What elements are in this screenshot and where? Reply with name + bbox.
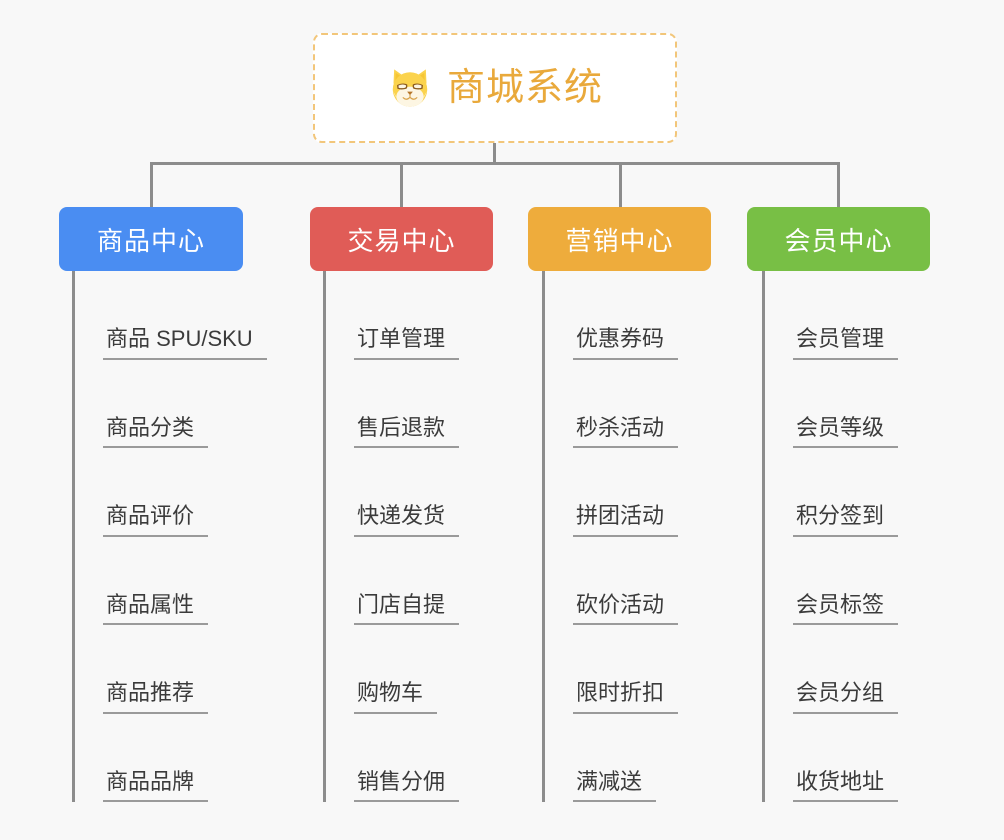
category-box-marketing-center[interactable]: 营销中心 <box>528 207 711 271</box>
leaf-item[interactable]: 订单管理 <box>326 271 553 360</box>
leaf-label: 快递发货 <box>354 504 460 537</box>
leaf-label: 门店自提 <box>354 593 460 625</box>
leaf-label: 会员管理 <box>793 327 899 360</box>
connector-horizontal-bus <box>150 162 840 165</box>
category-label: 会员中心 <box>784 225 893 256</box>
connector-drop-1 <box>150 162 153 208</box>
leaf-label: 会员标签 <box>793 593 899 625</box>
connector-root-stem <box>493 143 496 165</box>
leaf-label: 商品属性 <box>103 593 209 625</box>
leaf-item[interactable]: 商品分类 <box>75 360 302 448</box>
leaf-item[interactable]: 秒杀活动 <box>545 360 772 448</box>
connector-drop-3 <box>619 162 622 208</box>
leaf-item[interactable]: 销售分佣 <box>326 714 553 802</box>
leaf-item[interactable]: 拼团活动 <box>545 448 772 537</box>
leaf-item[interactable]: 购物车 <box>326 625 553 714</box>
leaf-item[interactable]: 会员分组 <box>765 625 992 714</box>
leaf-label: 秒杀活动 <box>573 416 679 448</box>
leaf-item[interactable]: 满减送 <box>545 714 772 802</box>
category-box-product-center[interactable]: 商品中心 <box>59 207 243 271</box>
leaf-label: 拼团活动 <box>573 504 679 537</box>
leaf-label: 会员分组 <box>793 681 899 714</box>
leaf-item[interactable]: 门店自提 <box>326 537 553 625</box>
leaf-label: 商品推荐 <box>103 681 209 714</box>
leaf-item[interactable]: 商品评价 <box>75 448 302 537</box>
leaf-item[interactable]: 商品属性 <box>75 537 302 625</box>
shiba-dog-icon <box>392 69 428 107</box>
leaf-item[interactable]: 砍价活动 <box>545 537 772 625</box>
leaf-label: 满减送 <box>573 770 657 802</box>
leaf-item[interactable]: 积分签到 <box>765 448 992 537</box>
leaf-label: 销售分佣 <box>354 770 460 802</box>
category-box-trade-center[interactable]: 交易中心 <box>310 207 493 271</box>
leaf-item[interactable]: 售后退款 <box>326 360 553 448</box>
leaf-label: 商品品牌 <box>103 770 209 802</box>
leaf-column-product-center: 商品 SPU/SKU 商品分类 商品评价 商品属性 商品推荐 商品品牌 <box>72 271 302 802</box>
leaf-label: 积分签到 <box>793 504 899 537</box>
leaf-label: 商品 SPU/SKU <box>103 327 267 360</box>
leaf-item[interactable]: 收货地址 <box>765 714 992 802</box>
leaf-label: 商品评价 <box>103 504 209 537</box>
leaf-column-member-center: 会员管理 会员等级 积分签到 会员标签 会员分组 收货地址 <box>762 271 992 802</box>
leaf-item[interactable]: 优惠券码 <box>545 271 772 360</box>
leaf-label: 砍价活动 <box>573 593 679 625</box>
category-box-member-center[interactable]: 会员中心 <box>747 207 930 271</box>
leaf-item[interactable]: 会员管理 <box>765 271 992 360</box>
leaf-item[interactable]: 快递发货 <box>326 448 553 537</box>
category-label: 交易中心 <box>347 225 456 256</box>
leaf-label: 商品分类 <box>103 416 209 448</box>
connector-drop-4 <box>837 162 840 208</box>
root-node-shop-system[interactable]: 商城系统 <box>313 33 677 143</box>
leaf-item[interactable]: 会员等级 <box>765 360 992 448</box>
leaf-item[interactable]: 会员标签 <box>765 537 992 625</box>
leaf-label: 售后退款 <box>354 416 460 448</box>
leaf-label: 订单管理 <box>354 327 460 360</box>
category-label: 商品中心 <box>96 225 205 256</box>
leaf-column-trade-center: 订单管理 售后退款 快递发货 门店自提 购物车 销售分佣 <box>323 271 553 802</box>
leaf-item[interactable]: 限时折扣 <box>545 625 772 714</box>
connector-drop-2 <box>400 162 403 208</box>
leaf-item[interactable]: 商品推荐 <box>75 625 302 714</box>
category-label: 营销中心 <box>565 225 674 256</box>
leaf-column-marketing-center: 优惠券码 秒杀活动 拼团活动 砍价活动 限时折扣 满减送 <box>542 271 772 802</box>
leaf-label: 会员等级 <box>793 416 899 448</box>
leaf-label: 收货地址 <box>793 770 899 802</box>
leaf-label: 优惠券码 <box>573 327 679 360</box>
leaf-item[interactable]: 商品品牌 <box>75 714 302 802</box>
leaf-label: 限时折扣 <box>573 681 679 714</box>
leaf-label: 购物车 <box>354 681 438 714</box>
root-node-title: 商城系统 <box>446 67 603 109</box>
leaf-item[interactable]: 商品 SPU/SKU <box>75 271 302 360</box>
